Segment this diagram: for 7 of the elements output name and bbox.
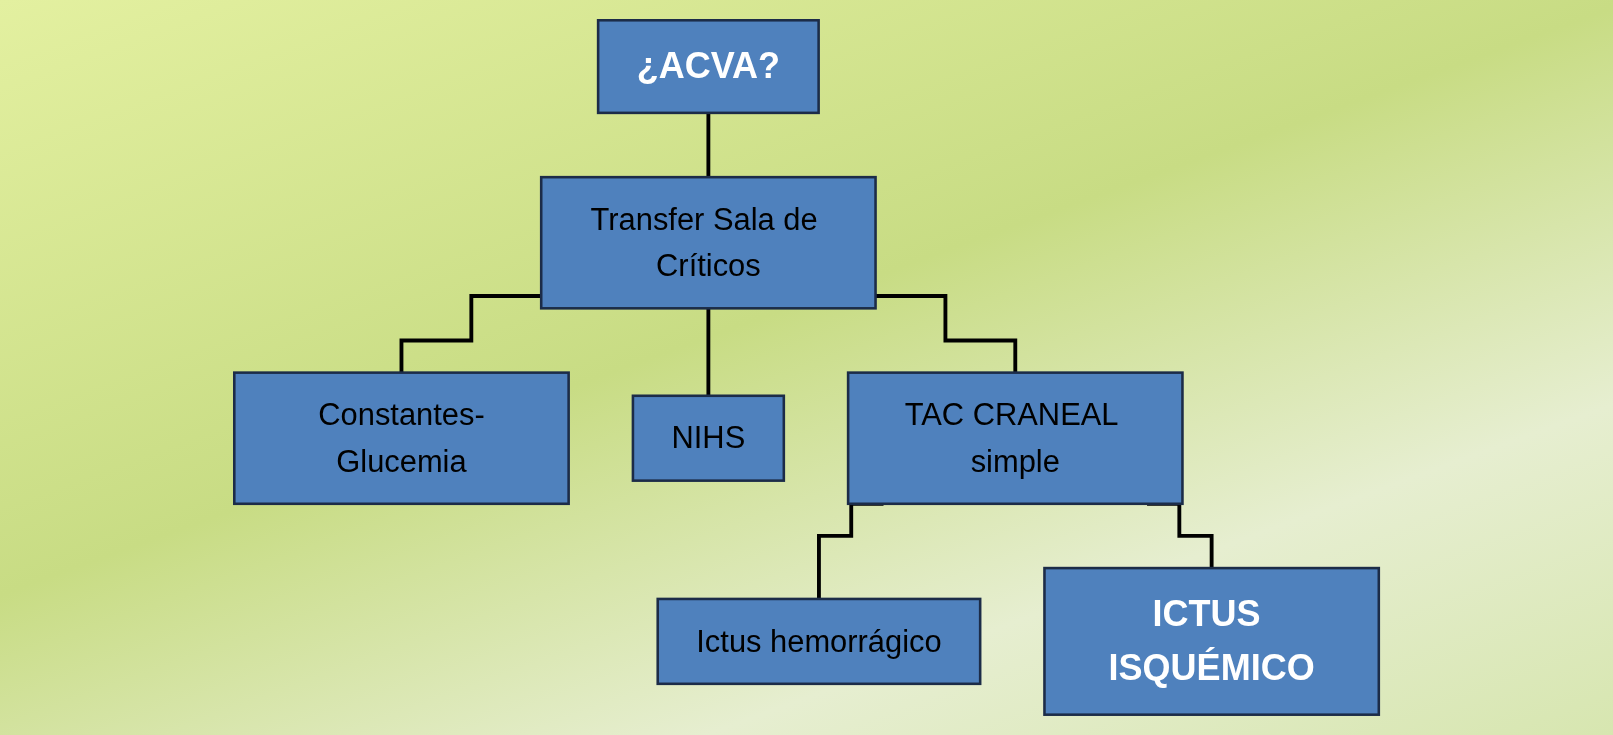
node-box: Constantes-Glucemia (232, 371, 570, 506)
node-box: ICTUS ISQUÉMICO (1043, 566, 1381, 716)
node-box: Ictus hemorrágico (656, 597, 982, 686)
node-box: ¿ACVA? (596, 19, 820, 115)
node-box: Transfer Sala de Críticos (539, 175, 877, 310)
node-box: TAC CRANEAL simple (846, 371, 1184, 506)
node-box: NIHS (631, 394, 786, 482)
